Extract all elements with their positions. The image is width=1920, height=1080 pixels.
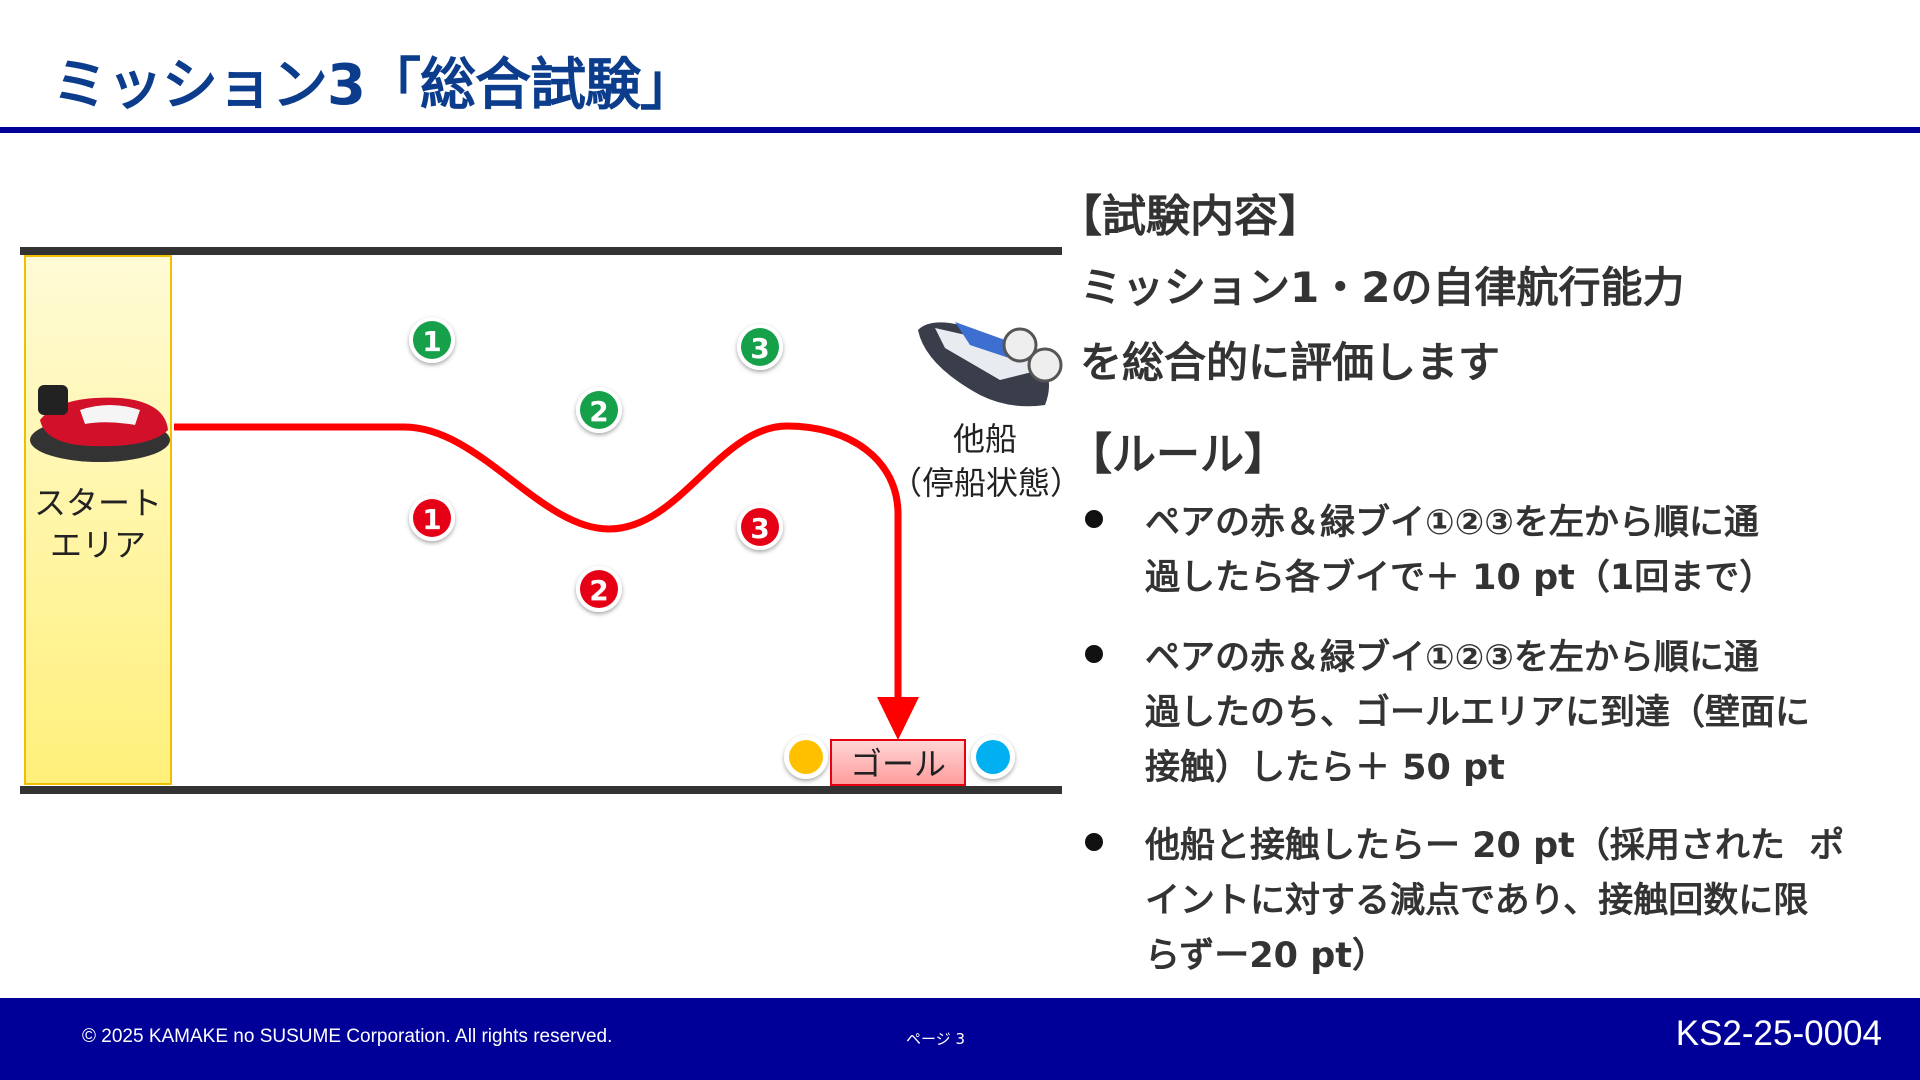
svg-text:3: 3: [750, 512, 769, 545]
bullet-icon: [1085, 833, 1103, 851]
bullet-icon: [1085, 510, 1103, 528]
top-wall: [20, 247, 1062, 255]
other-vessel-label: 他船: [952, 420, 1017, 458]
rule-text: 他船と接触したらー 20 pt（採用された ポ イントに対する減点であり、接触回…: [1145, 826, 1845, 976]
start-area-label-2: エリア: [49, 526, 146, 564]
red-buoy-1: 1: [409, 495, 455, 541]
footer: © 2025 KAMAKE no SUSUME Corporation. All…: [0, 998, 1920, 1080]
test-content-line-1: ミッション1・2の自律航行能力: [1080, 263, 1685, 312]
svg-text:1: 1: [422, 325, 441, 358]
green-buoy-3: 3: [737, 324, 783, 370]
start-area: [24, 255, 172, 785]
goal-area: [830, 739, 966, 786]
rule-text: ペアの赤＆緑ブイ①②③を左から順に通 過したのち、ゴールエリアに到達（壁面に 接…: [1145, 638, 1811, 788]
other-vessel-icon: [918, 322, 1063, 407]
other-vessel-status: （停船状態）: [890, 464, 1083, 502]
svg-text:2: 2: [589, 395, 608, 428]
start-area-label: スタート: [33, 484, 162, 522]
page-number: ページ 3: [906, 1030, 966, 1048]
copyright: © 2025 KAMAKE no SUSUME Corporation. All…: [82, 1026, 613, 1047]
svg-text:2: 2: [589, 574, 608, 607]
document-id: KS2-25-0004: [1675, 1014, 1882, 1053]
goal-label: ゴール: [850, 745, 946, 783]
course-diagram: 1 2 3 1 2 3 ゴール: [20, 247, 1063, 794]
hovercraft-icon: [30, 385, 170, 462]
bullet-icon: [1085, 645, 1103, 663]
test-content-heading: 【試験内容】: [1058, 191, 1322, 242]
route-arrowhead: [877, 697, 919, 740]
svg-text:3: 3: [750, 332, 769, 365]
test-content-line-2: を総合的に評価します: [1080, 338, 1501, 387]
rules-heading: 【ルール】: [1068, 429, 1288, 480]
green-buoy-2: 2: [576, 387, 622, 433]
goal-yellow-marker: [784, 735, 828, 779]
svg-text:1: 1: [422, 503, 441, 536]
rule-text: ペアの赤＆緑ブイ①②③を左から順に通 過したら各ブイで＋ 10 pt（1回まで）: [1145, 503, 1775, 598]
page-title: ミッション3「総合試験」: [52, 53, 696, 118]
red-buoy-2: 2: [576, 566, 622, 612]
goal-blue-marker: [971, 735, 1015, 779]
green-buoy-1: 1: [409, 317, 455, 363]
bottom-wall: [20, 786, 1062, 794]
route-path: [174, 422, 902, 700]
red-buoy-3: 3: [737, 504, 783, 550]
title-divider: [0, 127, 1920, 133]
